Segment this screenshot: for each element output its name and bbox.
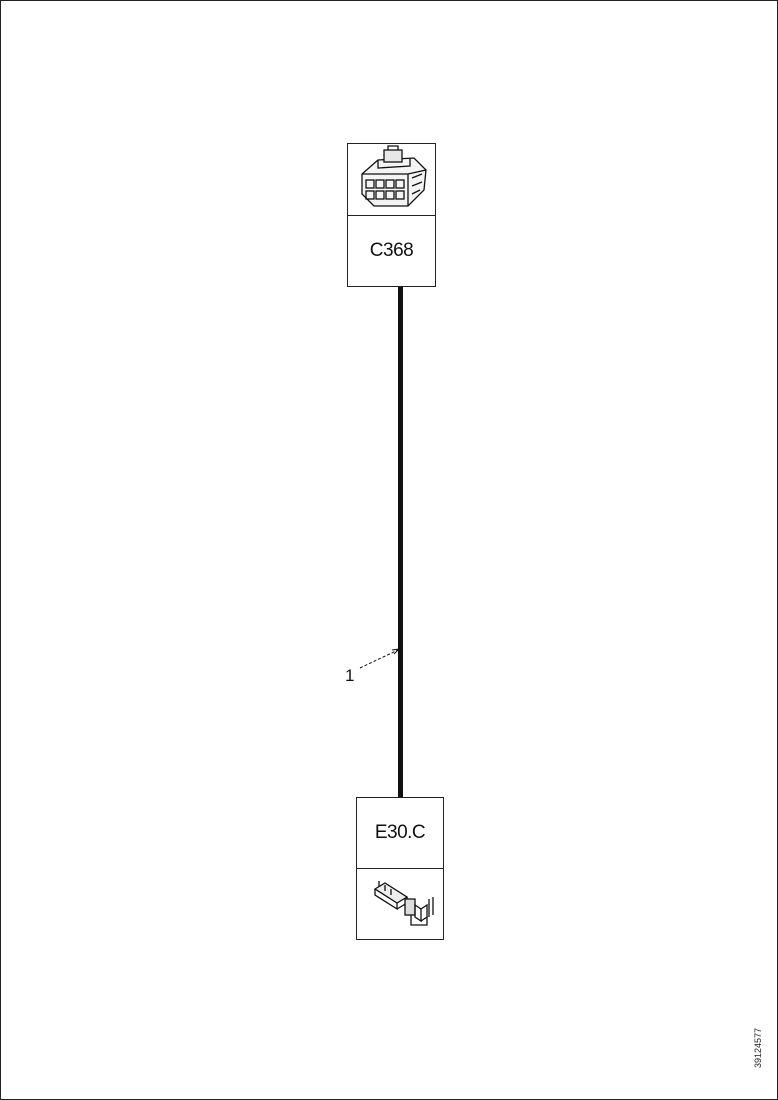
- top-connector-label: C368: [369, 240, 414, 261]
- ring-terminal-icon: [373, 881, 434, 926]
- bottom-terminal-image-box: [356, 868, 444, 940]
- bottom-terminal-label: E30.C: [374, 822, 426, 843]
- top-connector-label-box: C368: [347, 215, 436, 287]
- multi-pin-connector-icon: [361, 145, 427, 207]
- top-connector-image-box: [347, 143, 436, 216]
- wire-line: [398, 287, 403, 797]
- document-id: 39124577: [753, 1027, 763, 1068]
- wire-callout-number: 1: [345, 666, 355, 685]
- bottom-terminal-label-box: E30.C: [356, 797, 444, 869]
